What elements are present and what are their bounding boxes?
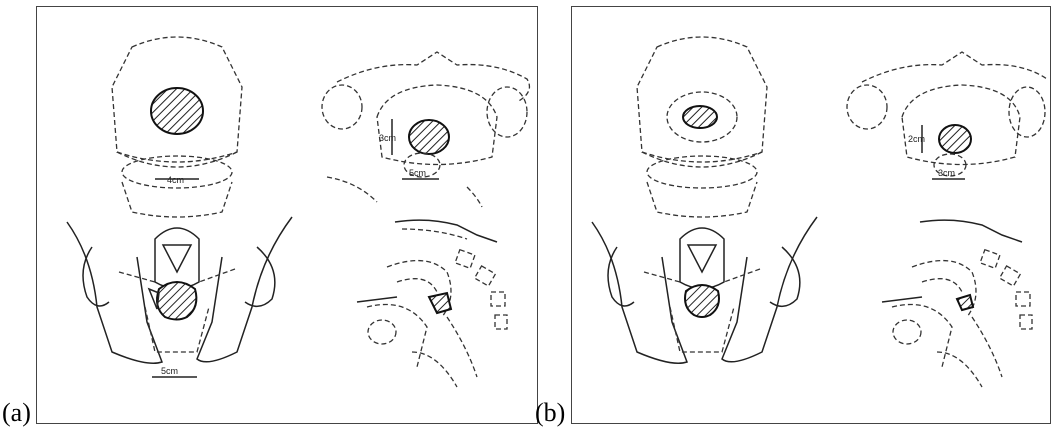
tumor-sagittal-b [957,295,973,310]
panel-a: 4cm 3cm 5cm [36,6,538,424]
tumor-front [151,88,203,134]
pelvis-coronal-view-b [592,217,817,363]
sagittal-view-b [882,220,1032,387]
scale-label-axial-width: 5cm [409,168,426,178]
tumor-pelvic-b [685,285,719,317]
panel-a-drawing: 4cm 3cm 5cm [37,7,537,423]
axial-section-view-b: 2cm 3cm [847,52,1047,179]
panel-b: 2cm 3cm [571,6,1051,424]
tumor-axial-b [939,125,971,153]
scale-label-axial-height-b: 2cm [908,134,925,144]
scale-label-pelvic: 5cm [161,366,178,376]
scale-label-axial-width-b: 3cm [938,168,955,178]
cervix-front-view-b [637,37,767,217]
scale-label-axial-height: 3cm [379,133,396,143]
pelvis-coronal-view: 5cm [67,217,292,377]
sagittal-view [357,220,507,387]
panel-b-drawing: 2cm 3cm [572,7,1050,423]
tumor-sagittal [429,293,451,313]
panel-b-label: (b) [535,398,565,428]
axial-section-view: 3cm 5cm [322,52,529,207]
panel-a-label: (a) [2,398,31,428]
tumor-pelvic [157,282,196,320]
tumor-front-b [683,106,717,128]
cervix-front-view: 4cm [112,37,242,217]
scale-label-front: 4cm [167,175,184,185]
tumor-axial [409,120,449,154]
